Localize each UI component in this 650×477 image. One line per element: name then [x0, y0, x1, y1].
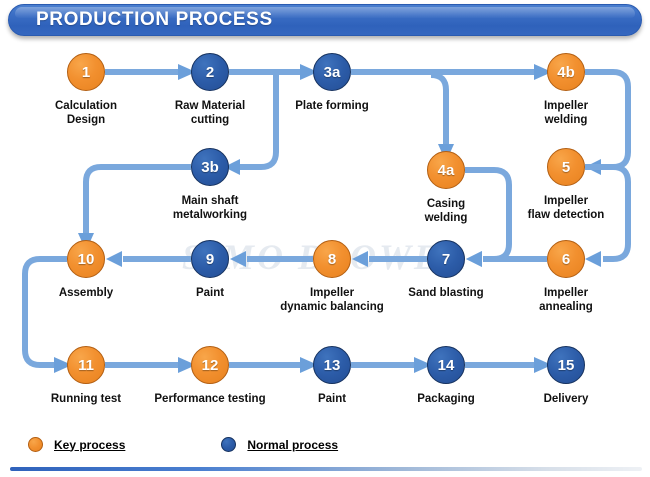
process-node-5[interactable]: 5 [547, 148, 585, 186]
process-label-4a: Casing welding [424, 198, 468, 224]
process-node-4b[interactable]: 4b [547, 53, 585, 91]
edge-10-to-11 [22, 256, 72, 373]
edge-9-to-10 [106, 251, 191, 267]
process-node-14[interactable]: 14 [427, 346, 465, 384]
legend-item-normal-process[interactable]: Normal process [221, 437, 338, 452]
process-node-6[interactable]: 6 [547, 240, 585, 278]
edge-6-to-7 [466, 251, 547, 267]
process-node-10[interactable]: 10 [67, 240, 105, 278]
page-title: PRODUCTION PROCESS [36, 9, 273, 30]
legend-label-normal-process: Normal process [247, 437, 339, 452]
process-label-7: Sand blasting [408, 287, 484, 299]
process-node-9[interactable]: 9 [191, 240, 229, 278]
process-label-1: Calculation Design [55, 100, 117, 126]
process-label-4b: Impeller welding [543, 100, 589, 126]
process-node-7[interactable]: 7 [427, 240, 465, 278]
process-label-10: Assembly [58, 287, 114, 299]
process-node-1[interactable]: 1 [67, 53, 105, 91]
edge-3a-to-4b [351, 64, 552, 80]
process-label-9: Paint [195, 287, 225, 299]
process-node-11[interactable]: 11 [67, 346, 105, 384]
process-node-8[interactable]: 8 [313, 240, 351, 278]
edge-7-to-8 [352, 251, 427, 267]
process-label-5: Impeller flaw detection [527, 195, 605, 221]
edge-14-to-15 [465, 357, 552, 373]
process-node-3b[interactable]: 3b [191, 148, 229, 186]
process-label-13: Paint [317, 393, 347, 405]
process-node-13[interactable]: 13 [313, 346, 351, 384]
legend-label-key-process: Key process [54, 437, 126, 452]
legend-item-key-process[interactable]: Key process [28, 437, 125, 452]
process-label-12: Performance testing [154, 393, 266, 405]
process-node-15[interactable]: 15 [547, 346, 585, 384]
header-banner: PRODUCTION PROCESS [8, 4, 642, 36]
edge-11-to-12 [105, 357, 196, 373]
edge-3a-to-4a [430, 72, 454, 162]
edge-1-to-2 [105, 64, 196, 80]
process-node-12[interactable]: 12 [191, 346, 229, 384]
process-label-3a: Plate forming [295, 100, 369, 112]
process-node-2[interactable]: 2 [191, 53, 229, 91]
bottom-divider [10, 467, 642, 471]
process-node-3a[interactable]: 3a [313, 53, 351, 91]
header-bar-background [8, 4, 642, 36]
process-label-14: Packaging [417, 393, 475, 405]
edge-2-to-3a [229, 64, 318, 80]
edge-12-to-13 [229, 357, 318, 373]
process-label-11: Running test [50, 393, 122, 405]
key-process-dot-icon [28, 437, 43, 452]
edge-13-to-14 [351, 357, 432, 373]
process-label-15: Delivery [543, 393, 589, 405]
process-label-6: Impeller annealing [539, 287, 593, 313]
process-label-3b: Main shaft metalworking [172, 195, 248, 221]
process-label-8: Impeller dynamic balancing [280, 287, 384, 313]
legend: Key process Normal process [28, 437, 338, 452]
normal-process-dot-icon [221, 437, 237, 452]
process-node-4a[interactable]: 4a [427, 151, 465, 189]
edge-8-to-9 [230, 251, 313, 267]
